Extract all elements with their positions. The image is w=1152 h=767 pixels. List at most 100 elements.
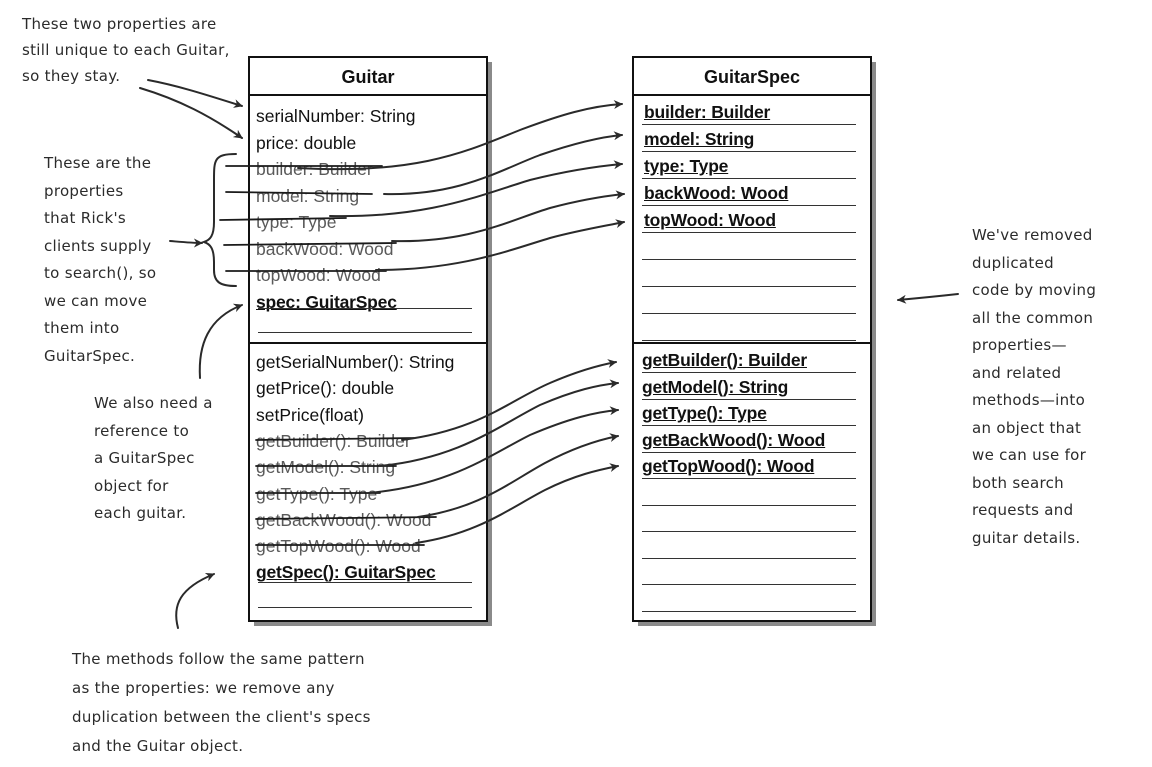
note-removed-line: code by moving	[972, 281, 1097, 299]
spec-method-ruled-line	[642, 372, 856, 373]
note-reference-line: We also need a	[94, 394, 213, 412]
note-reference-line: each guitar.	[94, 504, 187, 522]
note-removed-line: guitar details.	[972, 528, 1081, 547]
arrow-note-unique-bottom	[139, 87, 243, 139]
note-clients-line: These are the	[44, 154, 152, 172]
note-clients-line: that Rick's	[44, 209, 126, 227]
note-methods-line: duplication between the client's specs	[72, 708, 371, 726]
arrow-type	[329, 160, 623, 218]
spec-prop-ruled-line	[642, 205, 856, 206]
note-methods-line: The methods follow the same pattern	[72, 650, 365, 668]
guitar-prop-ruled-line	[258, 332, 472, 333]
spec-method-ruled-line	[642, 610, 856, 612]
spec-prop-ruled-line	[642, 313, 856, 314]
guitar-method-row-getmodel-string: getModel(): String	[256, 457, 396, 478]
note-removed-duplication: We've removed duplicated code by moving all…	[972, 222, 1096, 552]
guitar-prop-row-topwood-wood: topWood: Wood	[256, 265, 381, 285]
guitar-prop-row-type-type: type: Type	[256, 212, 337, 232]
note-removed-line: we can use for	[972, 446, 1087, 464]
guitar-prop-row-serialnumber-string: serialNumber: String	[256, 106, 416, 126]
guitar-method-row-getbuilder-builder: getBuilder(): Builder	[256, 430, 411, 451]
note-clients-line: we can move	[44, 291, 148, 310]
guitar-section-separator	[250, 342, 486, 344]
note-unique-line: These two properties are	[22, 15, 217, 33]
guitar-title-separator	[250, 94, 486, 96]
spec-method-ruled-line	[642, 398, 856, 400]
curly-brace	[200, 153, 237, 287]
strike-getbackwood	[255, 516, 437, 520]
note-clients-line: to search(), so	[44, 264, 157, 282]
note-methods-line: and the Guitar object.	[72, 737, 244, 755]
guitar-method-row-getbackwood-wood: getBackWood(): Wood	[256, 509, 432, 530]
guitar-method-ruled-line	[258, 607, 472, 608]
strike-model	[225, 191, 373, 195]
arrow-model	[383, 131, 623, 196]
note-unique-line: so they stay.	[22, 67, 121, 85]
spec-method-ruled-line	[642, 425, 856, 426]
strike-getbuilder	[255, 437, 415, 441]
spec-prop-ruled-line	[642, 286, 856, 287]
spec-method-ruled-line	[642, 531, 856, 532]
strike-backwood	[223, 242, 397, 246]
note-removed-line: properties—	[972, 336, 1067, 354]
note-clients-line: GuitarSpec.	[44, 346, 136, 365]
note-removed-line: both search	[972, 473, 1064, 492]
guitarspec-section-separator	[634, 342, 870, 344]
spec-prop-ruled-line	[642, 259, 856, 260]
spec-prop-row-builder-builder: builder: Builder	[644, 102, 771, 122]
spec-method-row-gettopwood-wood: getTopWood(): Wood	[642, 456, 815, 476]
arrow-builder	[297, 100, 623, 171]
spec-prop-row-backwood-wood: backWood: Wood	[644, 183, 789, 203]
spec-prop-row-type-type: type: Type	[644, 156, 729, 176]
guitar-method-row-getserialnumber-string: getSerialNumber(): String	[256, 352, 455, 372]
spec-method-ruled-line	[642, 557, 856, 559]
guitar-method-row-gettopwood-wood: getTopWood(): Wood	[256, 536, 421, 557]
note-reference-line: reference to	[94, 421, 190, 440]
note-unique-properties: These two properties are still unique to …	[22, 11, 230, 89]
note-clients-line: clients supply	[44, 236, 152, 255]
note-removed-line: duplicated	[972, 253, 1054, 272]
note-removed-line: We've removed	[972, 226, 1093, 244]
note-unique-line: still unique to each Guitar,	[22, 41, 230, 59]
guitar-prop-ruled-line	[258, 308, 472, 309]
guitar-method-row-setprice-float: setPrice(float)	[256, 404, 364, 425]
spec-method-ruled-line	[642, 478, 856, 479]
note-removed-line: requests and	[972, 501, 1074, 519]
arrow-backwood	[391, 190, 625, 243]
guitar-prop-row-model-string: model: String	[256, 185, 360, 206]
arrow-note-clients	[169, 238, 203, 248]
note-removed-line: methods—into	[972, 391, 1086, 409]
spec-prop-ruled-line	[642, 340, 856, 341]
spec-method-row-getbackwood-wood: getBackWood(): Wood	[642, 429, 826, 450]
arrow-gettype	[367, 406, 619, 494]
guitar-prop-row-spec-guitarspec: spec: GuitarSpec	[256, 291, 397, 312]
spec-prop-ruled-line	[642, 124, 856, 125]
strike-type	[219, 217, 347, 221]
guitar-class-title: Guitar	[341, 67, 395, 87]
method-arrows	[367, 359, 619, 544]
spec-method-ruled-line	[642, 504, 856, 506]
spec-prop-ruled-line	[642, 178, 856, 179]
arrow-note-reference	[198, 303, 243, 379]
arrow-topwood	[375, 219, 625, 271]
arrow-getbuilder	[401, 359, 617, 441]
spec-method-ruled-line	[642, 584, 856, 585]
spec-method-ruled-line	[642, 451, 856, 453]
note-clients-line: them into	[44, 319, 120, 337]
arrow-getmodel	[379, 379, 619, 467]
spec-prop-row-model-string: model: String	[644, 129, 755, 149]
guitar-method-row-getspec-guitarspec: getSpec(): GuitarSpec	[256, 562, 436, 583]
spec-method-row-getmodel-string: getModel(): String	[642, 376, 789, 397]
guitarspec-title-separator	[634, 94, 870, 96]
guitar-method-ruled-line	[258, 582, 472, 583]
note-removed-line: all the common	[972, 308, 1094, 327]
arrow-gettopwood	[415, 463, 619, 544]
note-removed-line: and related	[972, 363, 1062, 382]
property-arrows	[297, 100, 625, 271]
spec-prop-row-topwood-wood: topWood: Wood	[644, 210, 776, 230]
